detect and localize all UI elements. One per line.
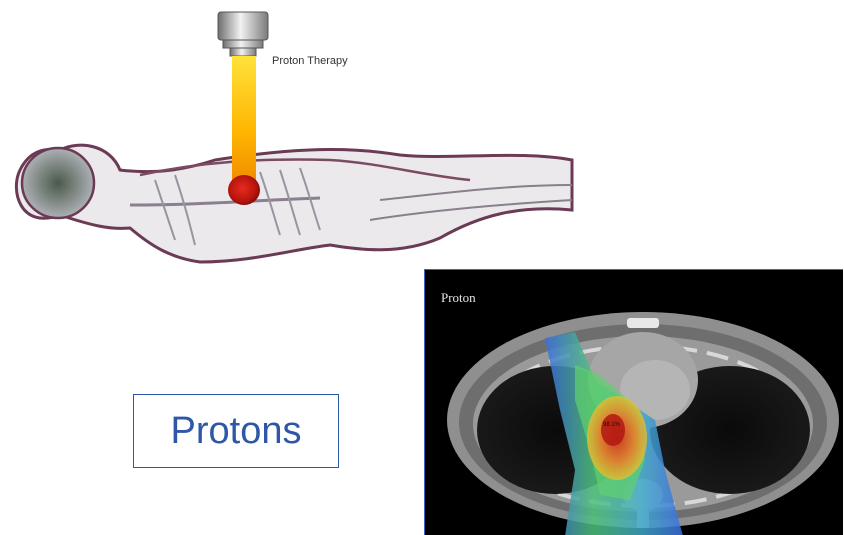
nozzle-icon	[218, 12, 268, 56]
ct-scan-graphic	[425, 270, 843, 535]
body-icon	[16, 145, 572, 262]
proton-therapy-label: Proton Therapy	[272, 55, 348, 67]
protons-callout-text: Protons	[171, 410, 302, 453]
proton-therapy-illustration	[0, 0, 580, 280]
beam-icon	[232, 56, 256, 186]
ct-proton-label: Proton	[441, 290, 476, 306]
dose-percent-label: 98.1%	[603, 422, 620, 428]
tumor-icon	[228, 175, 260, 205]
ct-dose-image: Proton 98.1%	[424, 269, 843, 535]
protons-callout-box: Protons	[133, 394, 339, 468]
